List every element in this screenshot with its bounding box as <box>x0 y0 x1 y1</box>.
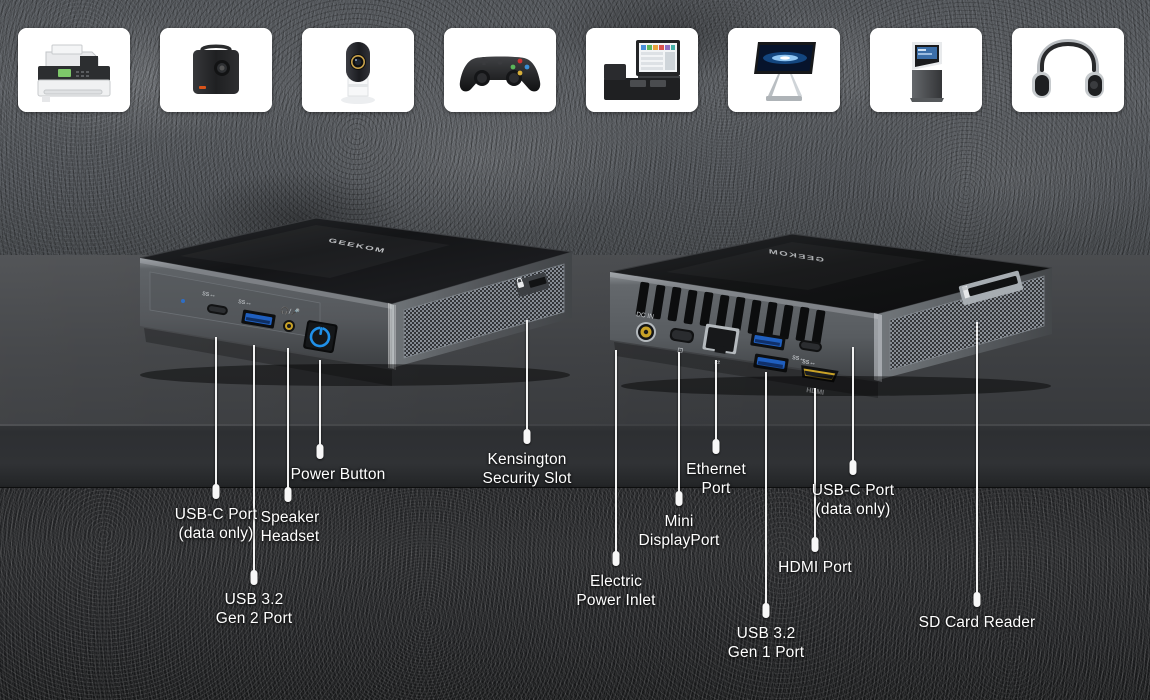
svg-text:ss↔: ss↔ <box>238 298 253 307</box>
svg-text:⊡: ⊡ <box>677 347 684 355</box>
desk-front-edge <box>0 424 1150 490</box>
callout-hdmi: HDMI Port <box>778 559 852 576</box>
ethernet-rj45-port: ⇄ <box>702 323 740 367</box>
rear-vent-slots <box>635 281 826 345</box>
thumbnail-pos-terminal[interactable] <box>586 28 698 112</box>
usb-a-upper-rear <box>750 331 786 351</box>
thumbnail-security-camera[interactable] <box>302 28 414 112</box>
dc-power-inlet: DC IN <box>636 311 656 342</box>
callout-kensington: Kensington Security Slot <box>482 451 572 487</box>
svg-text:ss↔: ss↔ <box>802 358 817 367</box>
callout-usb-c-front: USB-C Port (data only) <box>174 506 258 542</box>
thumbnail-printer[interactable] <box>18 28 130 112</box>
mini-displayport: ⊡ <box>669 327 695 355</box>
svg-text:ss↔: ss↔ <box>202 290 217 299</box>
kensington-security-slot <box>515 272 550 297</box>
thumbnail-self-service-kiosk[interactable] <box>870 28 982 112</box>
usb-c-port-front: ss↔ <box>202 290 228 316</box>
callout-ethernet: Ethernet Port <box>686 461 746 497</box>
svg-text:⇄: ⇄ <box>714 359 721 367</box>
callout-usb32-gen1: USB 3.2 Gen 1 Port <box>727 625 805 661</box>
usb-a-lower-rear: ss↔ <box>753 353 807 373</box>
callout-usb-c-rear: USB-C Port (data only) <box>811 482 895 518</box>
callout-usb32-gen2: USB 3.2 Gen 2 Port <box>215 591 293 627</box>
floor-surface <box>0 488 1150 700</box>
thumbnail-headphones[interactable] <box>1012 28 1124 112</box>
callout-sd-card: SD Card Reader <box>918 614 1036 631</box>
mini-pc-rear-unit: GEEKOM <box>596 228 1066 408</box>
power-button-front <box>303 320 338 353</box>
sd-card-slot <box>958 270 1024 306</box>
thumbnail-digital-signage[interactable] <box>728 28 840 112</box>
thumbnail-projector[interactable] <box>160 28 272 112</box>
callout-speaker-headset: Speaker Headset <box>260 509 320 545</box>
compatible-devices-strip <box>0 0 1150 126</box>
svg-text:DC IN: DC IN <box>636 311 655 321</box>
callout-electric-inlet: Electric Power Inlet <box>576 573 656 609</box>
usb-a-port-front: ss↔ <box>238 298 276 329</box>
callout-power-button: Power Button <box>290 466 386 483</box>
mini-pc-front-unit: GEEKOM ss↔ ss↔ <box>120 200 580 410</box>
usb-c-port-rear: ss↔ <box>799 340 822 367</box>
callout-mini-dp: Mini DisplayPort <box>638 513 720 549</box>
svg-text:ss↔: ss↔ <box>792 354 807 363</box>
thumbnail-game-controller[interactable] <box>444 28 556 112</box>
